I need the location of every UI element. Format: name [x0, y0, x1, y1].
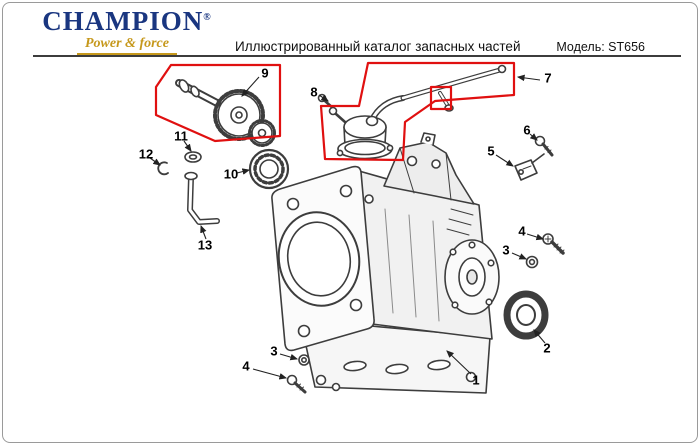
page-title: Иллюстрированный каталог запасных частей — [235, 39, 521, 54]
part-4-bolt-right — [542, 233, 565, 255]
callout-13: 13 — [197, 237, 213, 253]
callout-8: 8 — [310, 84, 318, 100]
part-4-bolt-left — [286, 374, 307, 394]
callout-3-right: 3 — [502, 242, 510, 258]
logo-word: CHAMPION — [42, 6, 204, 36]
logo-tagline: Power & force — [77, 36, 177, 56]
callout-3-left: 3 — [270, 343, 278, 359]
part-3-nut-right — [525, 255, 539, 269]
logo-text: CHAMPION® — [37, 8, 217, 35]
highlight-boxes — [154, 61, 516, 162]
part-7-hose — [400, 64, 507, 112]
part-5-sensor — [514, 153, 545, 181]
part-12-clip — [157, 161, 169, 176]
callout-12: 12 — [138, 146, 154, 162]
loose-parts-drawing — [157, 64, 565, 394]
breather-chamber — [336, 95, 406, 160]
callout-7: 7 — [544, 70, 552, 86]
highlight-box-part-7 — [319, 61, 516, 162]
champion-logo: CHAMPION® Power & force — [37, 8, 217, 56]
callout-4-right: 4 — [518, 223, 526, 239]
highlight-box-hose-connector — [429, 85, 453, 111]
callout-4-left: 4 — [242, 358, 250, 374]
part-2-oil-seal — [503, 290, 549, 340]
callout-2: 2 — [543, 340, 551, 356]
callout-1: 1 — [472, 372, 480, 388]
part-6-bolt — [534, 135, 554, 157]
exploded-diagram-art — [149, 61, 565, 394]
part-10-bearing — [248, 148, 290, 190]
crankcase-body-drawing — [271, 132, 500, 394]
leader-lines — [149, 74, 546, 380]
part-11-washer — [184, 151, 202, 163]
logo-registered-mark: ® — [203, 12, 212, 23]
highlight-box-part-9 — [154, 63, 282, 143]
callout-9: 9 — [261, 65, 269, 81]
part-3-nut-left — [298, 354, 310, 366]
callout-11: 11 — [174, 128, 188, 144]
part-9-gear-assembly — [175, 79, 276, 147]
catalog-page: CHAMPION® Power & force Иллюстрированный… — [2, 2, 698, 443]
callout-10: 10 — [223, 166, 239, 182]
part-8-bolts — [317, 93, 347, 124]
model-label: Модель: ST656 — [556, 40, 645, 54]
header-divider — [33, 55, 681, 57]
callout-5: 5 — [487, 143, 495, 159]
part-13-tube — [184, 171, 220, 225]
callout-6: 6 — [523, 122, 531, 138]
